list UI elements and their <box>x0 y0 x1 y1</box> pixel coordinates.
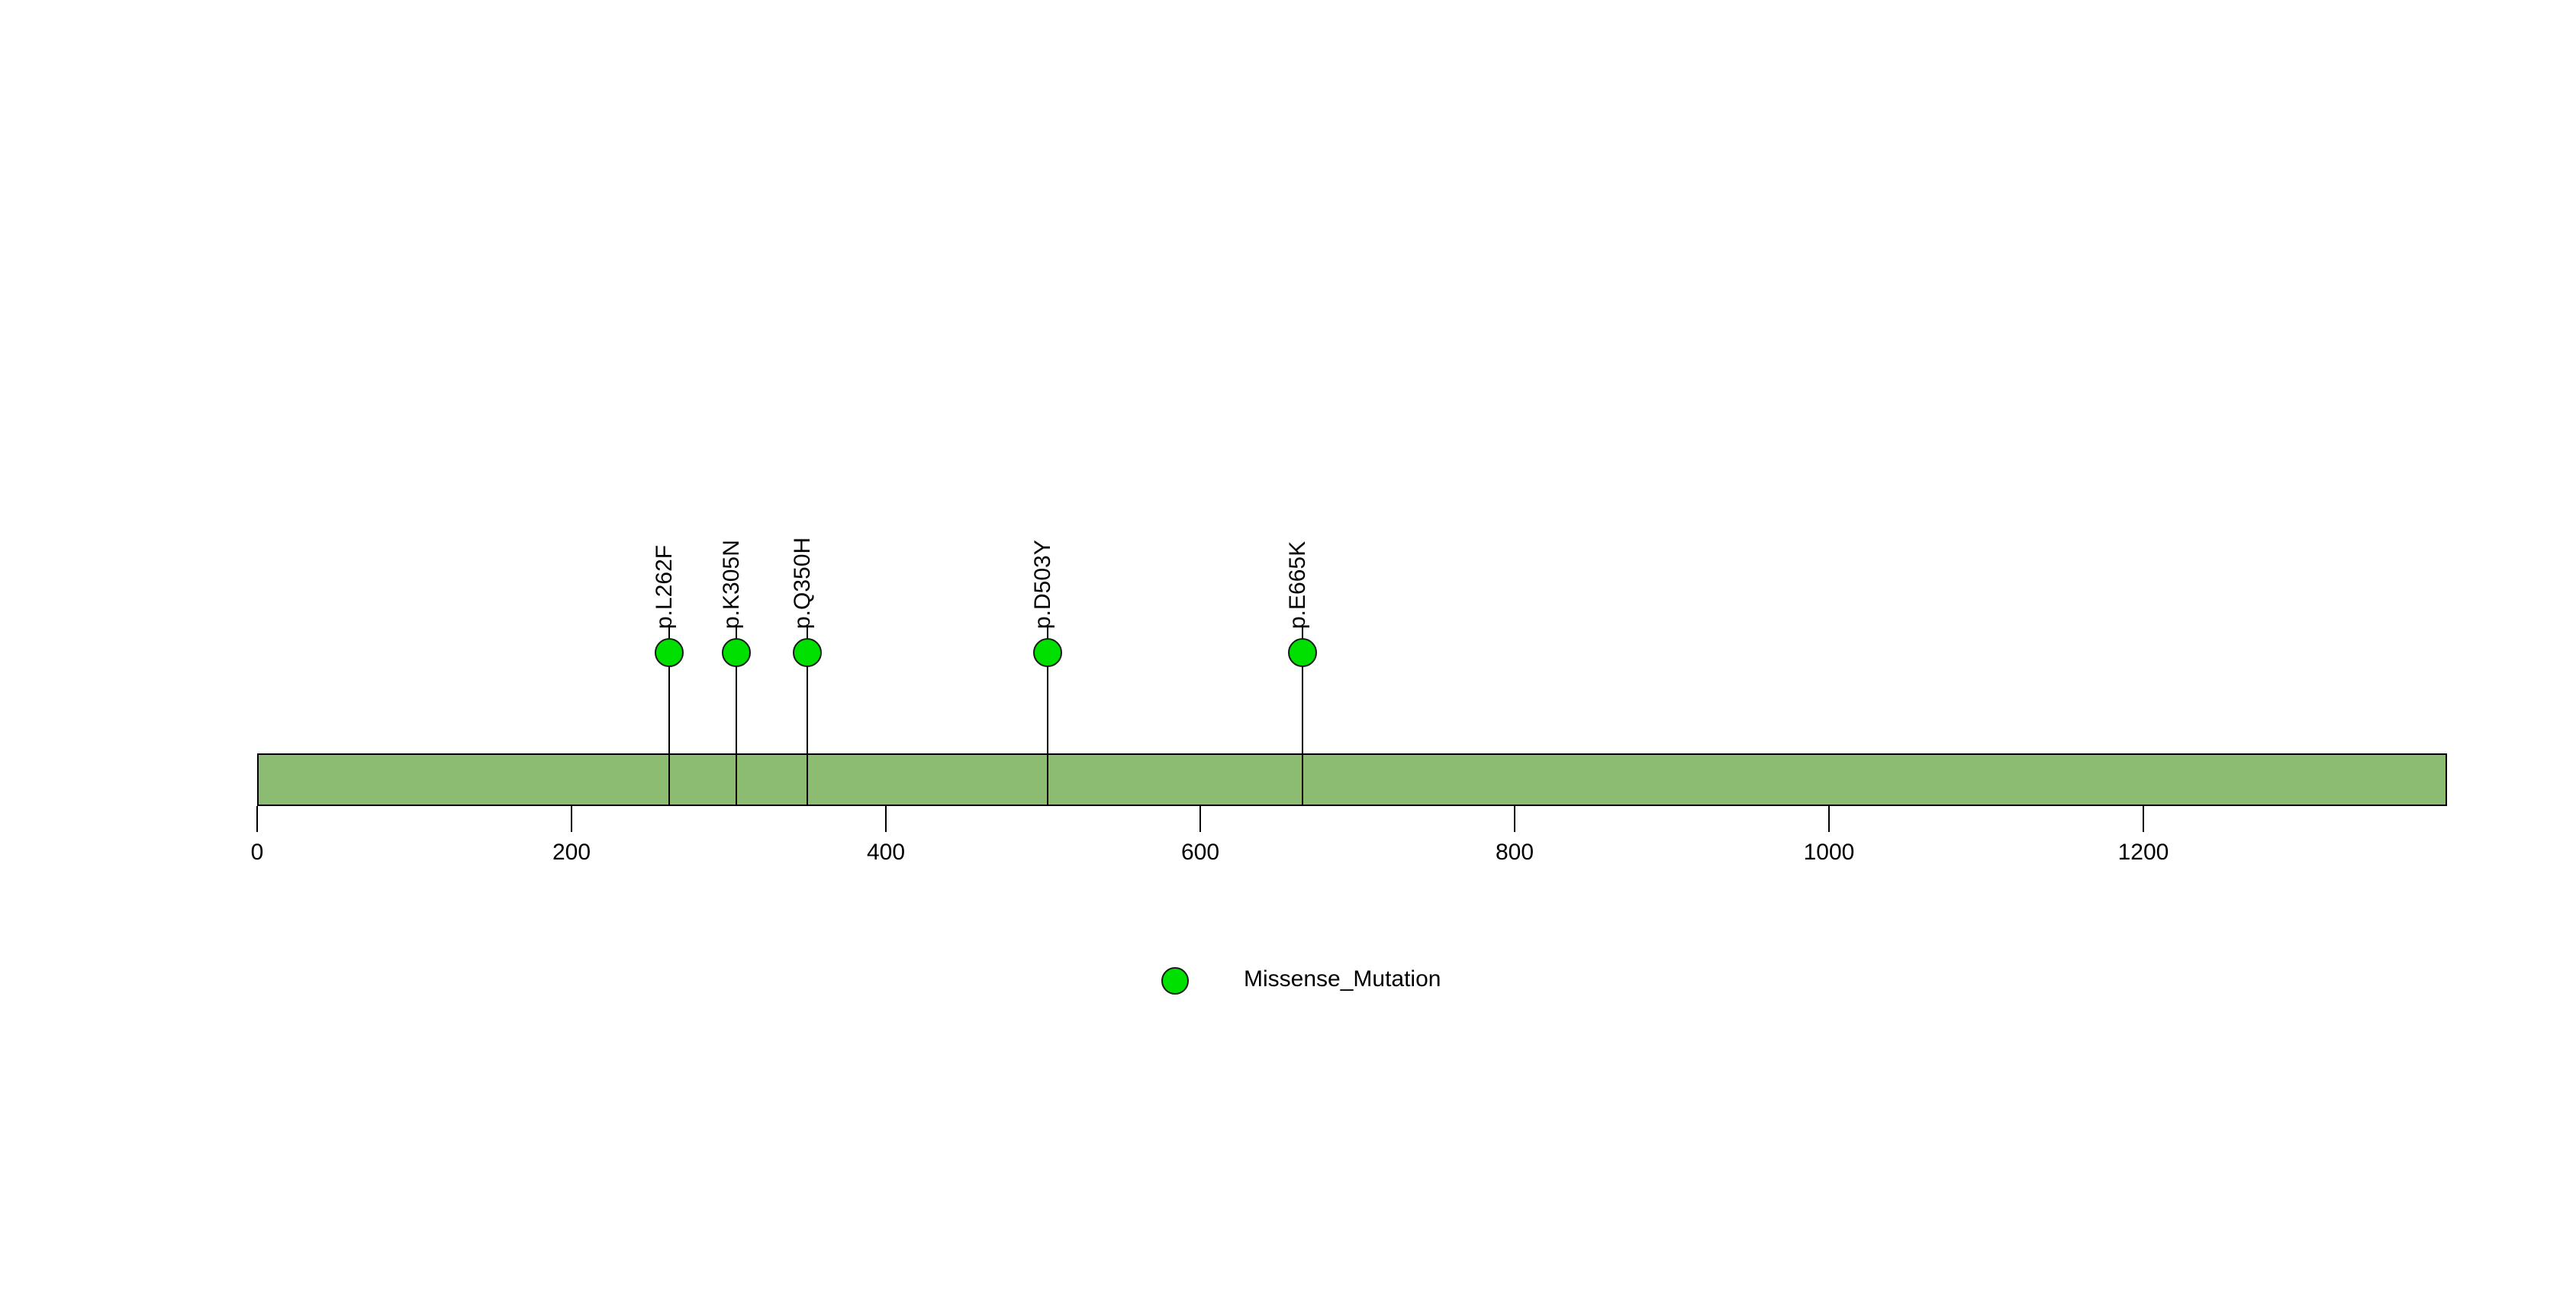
mutation-label[interactable]: p.E665K <box>1284 540 1310 629</box>
axis-tick-label: 800 <box>1495 840 1534 865</box>
axis-tick-200 <box>571 806 572 832</box>
axis-tick-label: 1200 <box>2117 840 2169 865</box>
lollipop-stem <box>736 624 738 806</box>
protein-domain-bar[interactable] <box>257 753 2447 806</box>
axis-tick-1000 <box>1828 806 1830 832</box>
lollipop-head-pD503Y[interactable] <box>1033 638 1063 667</box>
axis-tick-label: 200 <box>552 840 591 865</box>
axis-tick-0 <box>256 806 258 832</box>
mutation-label[interactable]: p.K305N <box>719 540 745 629</box>
axis-tick-600 <box>1199 806 1201 832</box>
axis-tick-label: 400 <box>866 840 906 865</box>
legend-label: Missense_Mutation <box>1244 966 1441 992</box>
legend-color-swatch[interactable] <box>1161 967 1189 995</box>
mutation-label[interactable]: p.L262F <box>651 544 677 629</box>
lollipop-head-pL262F[interactable] <box>654 638 684 667</box>
lollipop-head-pE665K[interactable] <box>1287 638 1317 667</box>
axis-tick-800 <box>1514 806 1515 832</box>
lollipop-stem <box>668 624 670 806</box>
axis-tick-label: 1000 <box>1803 840 1855 865</box>
mutation-label[interactable]: p.D503Y <box>1030 540 1056 629</box>
axis-tick-400 <box>885 806 887 832</box>
lollipop-stem <box>1047 624 1049 806</box>
lollipop-stem <box>807 624 808 806</box>
lollipop-head-pK305N[interactable] <box>722 638 752 667</box>
lollipop-stem <box>1301 624 1303 806</box>
lollipop-head-pQ350H[interactable] <box>793 638 822 667</box>
axis-tick-1200 <box>2143 806 2144 832</box>
mutation-label[interactable]: p.Q350H <box>790 537 815 629</box>
axis-tick-label: 600 <box>1180 840 1220 865</box>
axis-tick-label: 0 <box>250 840 264 865</box>
